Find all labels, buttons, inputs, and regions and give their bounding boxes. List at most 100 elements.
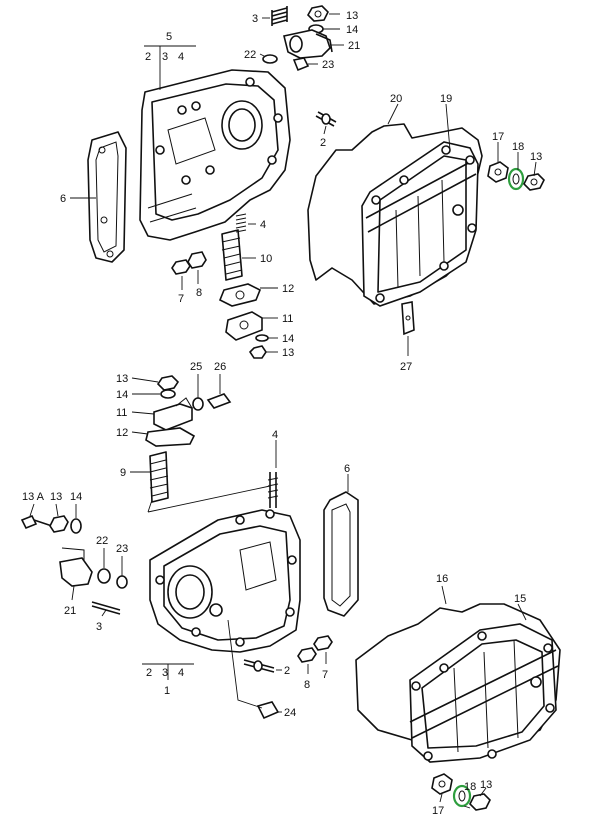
label: 7 [178, 293, 184, 305]
label: 13 [116, 373, 128, 385]
middle-assembly [145, 375, 271, 513]
nut-13-small [248, 345, 267, 359]
label: 11 [282, 313, 293, 325]
washer-14-mid [160, 389, 176, 399]
label: 12 [116, 427, 128, 439]
washer-18-top [507, 167, 525, 191]
label: 4 [260, 219, 266, 231]
label: 17 [492, 131, 504, 143]
gasket-16 [355, 603, 561, 757]
label: 6 [344, 463, 350, 475]
label: 3 [162, 51, 168, 63]
label: 18 [512, 141, 524, 153]
washer-25 [192, 397, 204, 411]
plug-24 [256, 701, 280, 720]
label: 1 [164, 685, 170, 697]
gasket-12-top [218, 283, 262, 307]
label: 9 [120, 467, 126, 479]
bottom-assembly [20, 472, 561, 811]
label: 20 [390, 93, 402, 105]
label: 4 [178, 51, 184, 63]
label: 10 [260, 253, 272, 265]
nut-7-bottom [313, 635, 333, 651]
label: 13 [480, 779, 492, 791]
housing-1 [149, 509, 301, 653]
label: 7 [322, 669, 328, 681]
label: 12 [282, 283, 294, 295]
label: 2 [284, 665, 290, 677]
spring-10-top [221, 229, 243, 281]
label: 16 [436, 573, 448, 585]
nut-13-right [523, 173, 545, 191]
label: 2 [320, 137, 326, 149]
nut-7-top [171, 259, 191, 275]
label: 19 [440, 93, 452, 105]
gasket-12-mid [145, 427, 196, 447]
label: 14 [346, 24, 358, 36]
washer-14-bottom-left [70, 518, 82, 534]
nut-13-mid [156, 375, 180, 391]
housing-5 [139, 69, 291, 241]
plug-23-bottom [116, 575, 128, 589]
top-assembly [87, 5, 545, 359]
fitting-21-top [283, 29, 333, 59]
stud-2-bottom [243, 659, 275, 673]
bolt-13a [20, 514, 53, 530]
bracket-11-top [225, 311, 263, 341]
label: 3 [96, 621, 102, 633]
label: 21 [348, 40, 360, 52]
washer-22-top [262, 54, 278, 64]
label: 6 [60, 193, 66, 205]
cover-15 [409, 623, 559, 763]
plug-26 [206, 393, 232, 409]
label: 14 [116, 389, 128, 401]
label: 23 [322, 59, 334, 71]
spring-4-top [235, 213, 247, 233]
label: 13 [50, 491, 62, 503]
label: 2 [146, 667, 152, 679]
label: 3 [162, 667, 168, 679]
label: 11 [116, 407, 127, 419]
label: 13 [346, 10, 358, 22]
label: 3 [252, 13, 258, 25]
cover-19 [361, 141, 479, 307]
washer-18-bottom [452, 784, 472, 808]
label: 4 [178, 667, 184, 679]
label: 25 [190, 361, 202, 373]
label: 14 [282, 333, 294, 345]
gasket-6 [87, 131, 127, 263]
washer-22-bottom [97, 568, 111, 584]
label: 13 [530, 151, 542, 163]
label: 8 [304, 679, 310, 691]
label: 22 [96, 535, 108, 547]
label: 21 [64, 605, 76, 617]
label: 15 [514, 593, 526, 605]
gasket-6-bottom [323, 491, 359, 617]
nut-8-bottom [297, 647, 317, 663]
label: 18 [464, 781, 476, 793]
fitting-21-bottom [59, 547, 93, 587]
label: 26 [214, 361, 226, 373]
nut-17-bottom [431, 773, 453, 795]
label: 2 [145, 51, 151, 63]
label: 14 [70, 491, 82, 503]
label: 24 [284, 707, 296, 719]
stud-2-top [315, 111, 337, 127]
stud-4-bottom [267, 472, 279, 508]
label: 8 [196, 287, 202, 299]
label: 5 [166, 31, 172, 43]
bracket-11-mid [153, 397, 193, 431]
label: 27 [400, 361, 412, 373]
part-labels: 13 14 21 3 22 23 5 2 3 4 6 2 20 19 17 18… [22, 10, 542, 817]
nut-13-top [307, 5, 329, 22]
label: 13 A [22, 491, 45, 503]
label: 23 [116, 543, 128, 555]
plug-23-top [292, 57, 310, 72]
nut-13-bottom-right [469, 793, 491, 811]
leader-lines [29, 13, 537, 809]
stud-3-bottom [91, 601, 121, 615]
label: 22 [244, 49, 256, 61]
label: 4 [272, 429, 278, 441]
spring-9 [149, 451, 169, 503]
